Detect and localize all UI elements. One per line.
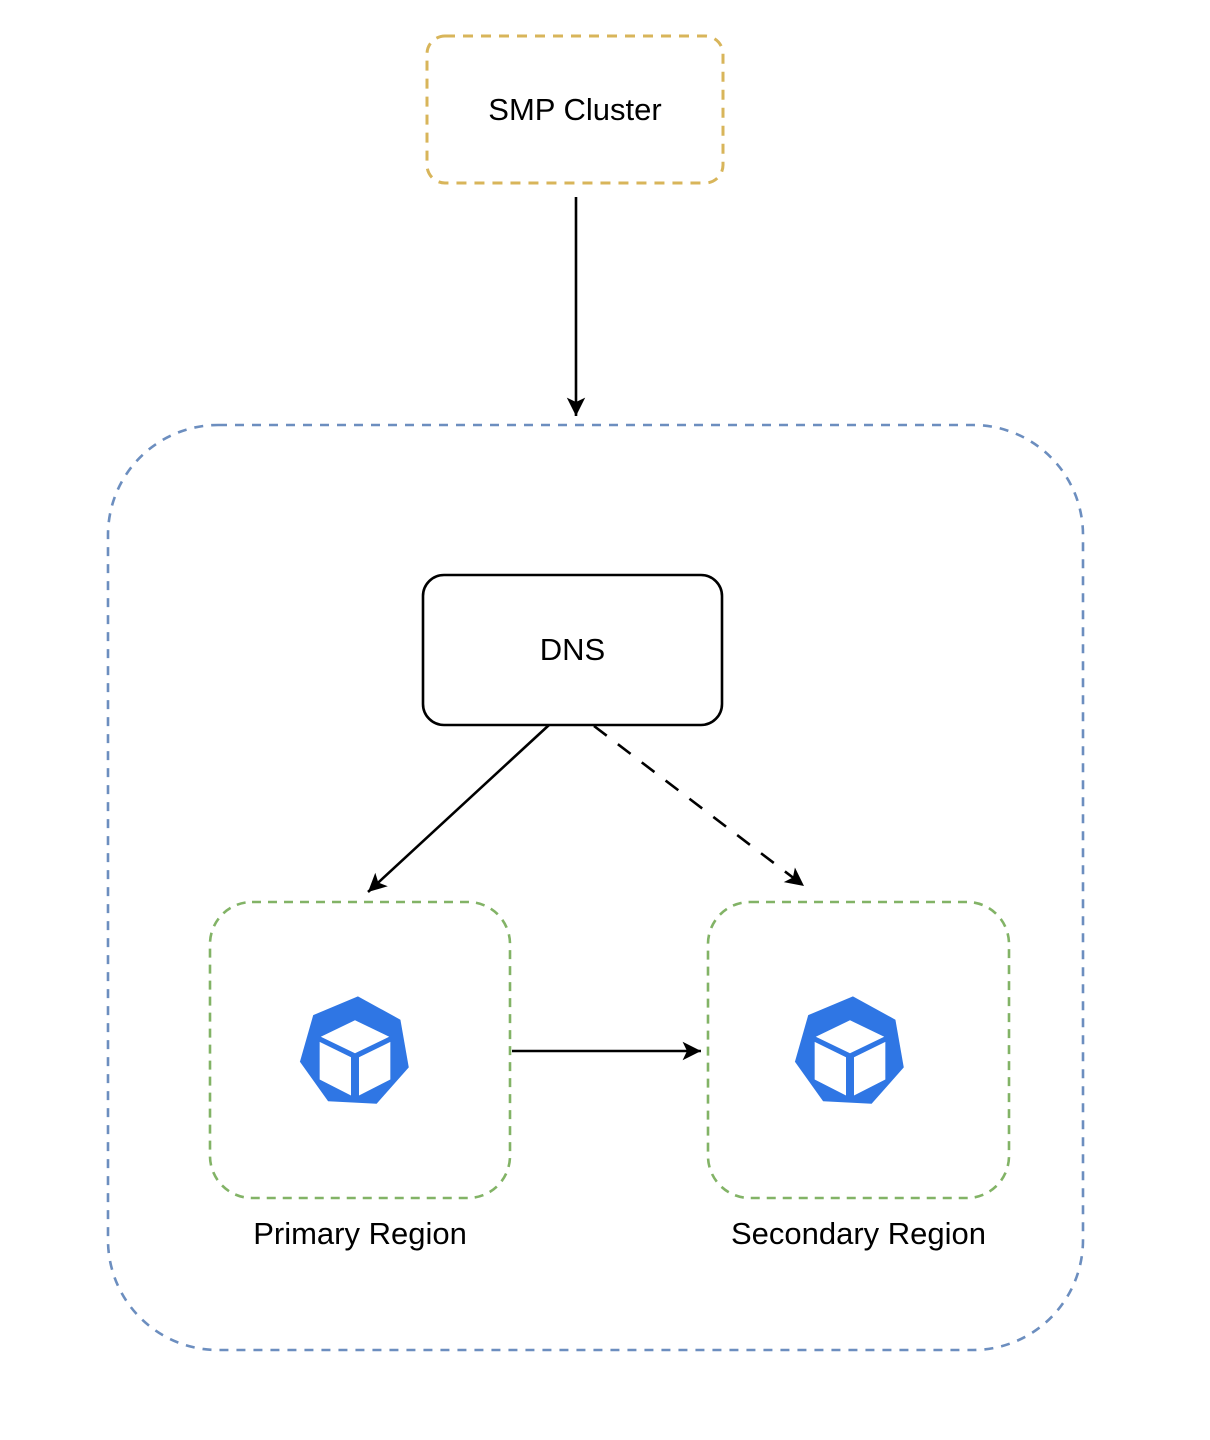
edge-dns-to-secondary-dashed [593, 724, 805, 888]
smp-cluster-node [425, 34, 725, 185]
edge-dns-to-primary [367, 724, 550, 893]
dns-node [421, 573, 724, 727]
outer-cluster-container [106, 423, 1085, 1352]
